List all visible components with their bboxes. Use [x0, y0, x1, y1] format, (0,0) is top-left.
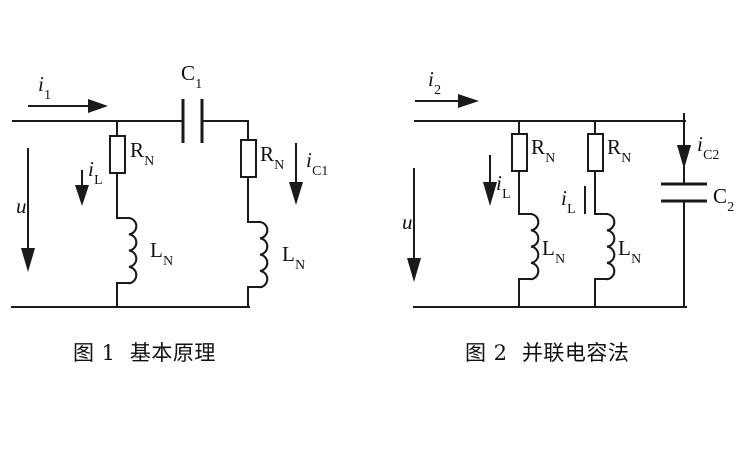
- inductor-LN-right-fig2: [605, 212, 616, 281]
- label-u-fig1: u: [16, 194, 27, 218]
- inductor-LN-right-fig1: [258, 220, 269, 289]
- branch-left-fig1: [109, 120, 138, 308]
- label-LN-left-fig2: LN: [542, 236, 566, 266]
- label-iL-left-fig2: iL: [496, 171, 511, 201]
- label-RN-right-fig1: RN: [260, 142, 285, 172]
- figure-1-circuit: [11, 99, 303, 308]
- capacitor-C2: [661, 120, 707, 308]
- label-i2: i2: [428, 67, 442, 97]
- resistor-RN-right-fig1: [240, 139, 257, 178]
- current-arrow-iL-fig1: [75, 170, 89, 206]
- branch-left-fig2: [511, 120, 540, 308]
- current-arrow-i1: [28, 99, 108, 113]
- label-RN-left-fig1: RN: [130, 138, 155, 168]
- inductor-LN-left-fig1: [127, 216, 138, 285]
- label-LN-right-fig1: LN: [282, 242, 306, 272]
- resistor-RN-left-fig1: [109, 135, 126, 174]
- current-arrow-i2: [415, 94, 479, 108]
- branch-right-fig1: [240, 120, 269, 308]
- branch-right-fig2: [587, 120, 616, 308]
- label-C1: C1: [181, 61, 203, 91]
- inductor-LN-left-fig2: [529, 212, 540, 281]
- current-arrow-iC1: [289, 143, 303, 205]
- label-iL-fig1: iL: [88, 157, 103, 187]
- label-LN-left-fig1: LN: [150, 238, 174, 268]
- caption-figure-1: 图 1 基本原理: [73, 341, 216, 365]
- label-RN-left-fig2: RN: [531, 135, 556, 165]
- label-RN-right-fig2: RN: [607, 135, 632, 165]
- label-LN-right-fig2: LN: [618, 236, 642, 266]
- label-u-fig2: u: [402, 210, 413, 234]
- resistor-RN-left-fig2: [511, 133, 528, 172]
- capacitor-C1: [181, 99, 204, 143]
- voltage-arrow-u-fig1: [21, 148, 35, 272]
- label-iC1: iC1: [306, 148, 329, 178]
- caption-figure-2: 图 2 并联电容法: [465, 341, 630, 365]
- voltage-arrow-u-fig2: [407, 168, 421, 282]
- label-iC2: iC2: [697, 132, 720, 162]
- figure-2-circuit: [407, 94, 707, 308]
- resistor-RN-right-fig2: [587, 133, 604, 172]
- current-arrow-iL-left-fig2: [483, 155, 497, 206]
- label-i1: i1: [38, 72, 52, 102]
- label-iL-right-fig2: iL: [561, 186, 576, 216]
- label-C2: C2: [713, 184, 735, 214]
